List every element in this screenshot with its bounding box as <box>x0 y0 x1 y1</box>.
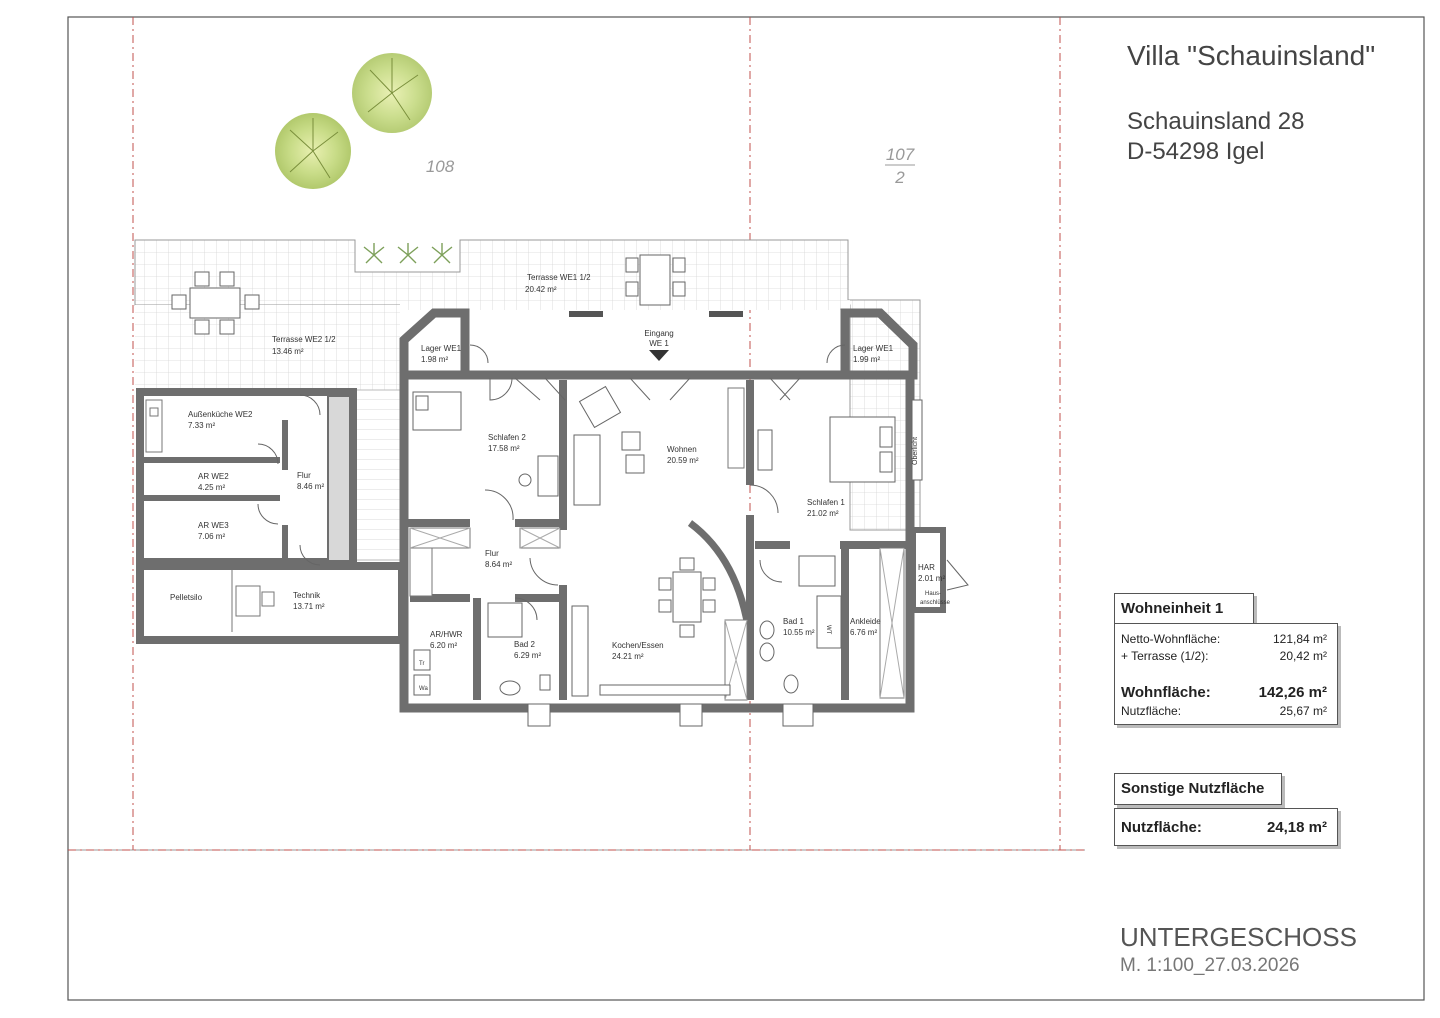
netto-label: Netto-Wohnfläche: <box>1121 632 1221 646</box>
sonstige-nutzflaeche-row: Nutzfläche: 24,18 m² <box>1121 819 1327 836</box>
parcel-number-107: 107 <box>886 145 915 164</box>
tree-icon <box>275 113 351 189</box>
room-area-flur-mid: 8.64 m² <box>485 560 512 569</box>
address-city: D-54298 Igel <box>1127 138 1265 165</box>
room-label-lager-left: Lager WE1 <box>421 344 462 353</box>
room-area-kochen: 24.21 m² <box>612 652 644 661</box>
nutzflaeche-label: Nutzfläche: <box>1121 704 1182 718</box>
room-area-schlafen2: 17.58 m² <box>488 444 520 453</box>
hausanschluesse-label-line1: Haus- <box>925 591 941 597</box>
room-label-pelletsilo: Pelletsilo <box>170 593 203 602</box>
room-area-terrasse-we2: 13.46 m² <box>272 347 304 356</box>
room-area-lager-left: 1.98 m² <box>421 355 448 364</box>
symbol-wa: Wa <box>419 686 428 692</box>
terrasse-value: 20,42 m² <box>1279 649 1327 663</box>
project-title: Villa "Schauinsland" <box>1127 40 1376 71</box>
window-sills <box>569 311 743 317</box>
room-area-bad2: 6.29 m² <box>514 651 541 660</box>
room-label-wohnen: Wohnen <box>667 445 697 454</box>
room-area-wohnen: 20.59 m² <box>667 456 699 465</box>
sonstige-heading-box: Sonstige Nutzfläche <box>1114 773 1282 805</box>
room-label-ar-we3: AR WE3 <box>198 521 229 530</box>
room-label-terrasse-we2: Terrasse WE2 1/2 <box>272 335 336 344</box>
room-area-aussenkueche: 7.33 m² <box>188 421 215 430</box>
room-area-schlafen1: 21.02 m² <box>807 509 839 518</box>
parcel-number-2: 2 <box>894 168 905 187</box>
terrasse-label: + Terrasse (1/2): <box>1121 649 1209 663</box>
wohneinheit-heading-box: Wohneinheit 1 <box>1114 593 1254 625</box>
room-area-ar-hwr: 6.20 m² <box>430 641 457 650</box>
room-area-technik: 13.71 m² <box>293 602 325 611</box>
sheet-border <box>67 16 1425 1001</box>
room-area-bad1: 10.55 m² <box>783 628 815 637</box>
furniture <box>412 385 896 697</box>
room-area-har: 2.01 m² <box>918 574 945 583</box>
wohneinheit-heading: Wohneinheit 1 <box>1121 600 1224 617</box>
room-label-ankleide: Ankleide <box>850 617 881 626</box>
hausanschluesse-label-line2: anschlüsse <box>920 600 951 606</box>
room-label-bad1: Bad 1 <box>783 617 804 626</box>
room-area-ar-we2: 4.25 m² <box>198 483 225 492</box>
room-label-flur-left: Flur <box>297 471 311 480</box>
sonstige-heading: Sonstige Nutzfläche <box>1121 780 1265 797</box>
wohnflaeche-value: 142,26 m² <box>1258 684 1327 701</box>
property-lines <box>68 17 1085 851</box>
interior-walls <box>404 370 946 700</box>
room-label-terrasse-we1: Terrasse WE1 1/2 <box>527 273 591 282</box>
room-label-ar-we2: AR WE2 <box>198 472 229 481</box>
wohnflaeche-label: Wohnfläche: <box>1121 684 1211 701</box>
nutzflaeche-value: 25,67 m² <box>1279 704 1327 718</box>
room-label-ar-hwr: AR/HWR <box>430 630 463 639</box>
terrace-table-icon <box>171 254 686 335</box>
walls-lager-right <box>840 308 918 380</box>
room-label-bad2: Bad 2 <box>514 640 535 649</box>
room-area-terrasse-we1: 20.42 m² <box>525 285 557 294</box>
plant-icon <box>363 243 453 264</box>
entrance-arrow-icon <box>649 350 669 361</box>
tree-icon <box>352 53 432 133</box>
nutzflaeche-row: Nutzfläche: 25,67 m² <box>1121 704 1327 718</box>
scale-and-date: M. 1:100_27.03.2026 <box>1120 955 1300 976</box>
symbol-tr: Tr <box>419 661 424 667</box>
room-label-technik: Technik <box>293 591 321 600</box>
entrance-label-line2: WE 1 <box>649 339 669 348</box>
room-label-har: HAR <box>918 563 935 572</box>
netto-value: 121,84 m² <box>1272 632 1327 646</box>
oberlicht-label: Oberlicht <box>912 437 919 465</box>
wohneinheit-area-box: Netto-Wohnfläche: 121,84 m² + Terrasse (… <box>1114 623 1338 725</box>
sonstige-nutzflaeche-value: 24,18 m² <box>1266 819 1327 836</box>
symbol-wt: WT <box>825 625 831 635</box>
terrace-area-right <box>400 300 850 310</box>
room-area-lager-right: 1.99 m² <box>853 355 880 364</box>
wohnflaeche-row: Wohnfläche: 142,26 m² <box>1121 684 1327 701</box>
terrace-area-lower <box>135 305 400 390</box>
technik-equipment <box>231 570 275 632</box>
sonstige-area-box: Nutzfläche: 24,18 m² <box>1114 808 1338 846</box>
netto-row: Netto-Wohnfläche: 121,84 m² <box>1121 632 1327 646</box>
staircase <box>354 389 401 561</box>
wardrobes <box>409 387 905 701</box>
terrasse-row: + Terrasse (1/2): 20,42 m² <box>1121 649 1327 663</box>
doors <box>257 344 969 621</box>
room-area-ankleide: 6.76 m² <box>850 628 877 637</box>
room-label-flur-mid: Flur <box>485 549 499 558</box>
parcel-number-108: 108 <box>426 157 455 176</box>
room-label-schlafen2: Schlafen 2 <box>488 433 526 442</box>
address-street: Schauinsland 28 <box>1127 108 1305 135</box>
room-label-kochen: Kochen/Essen <box>612 641 664 650</box>
room-label-lager-right: Lager WE1 <box>853 344 894 353</box>
room-area-ar-we3: 7.06 m² <box>198 532 225 541</box>
sonstige-nutzflaeche-label: Nutzfläche: <box>1121 819 1202 836</box>
room-label-schlafen1: Schlafen 1 <box>807 498 845 507</box>
bottom-windows <box>527 399 923 727</box>
floor-name: UNTERGESCHOSS <box>1120 922 1357 952</box>
entrance-label-line1: Eingang <box>644 329 673 338</box>
kitchen-counter-we2 <box>145 399 163 453</box>
room-area-flur-left: 8.46 m² <box>297 482 324 491</box>
room-label-aussenkueche: Außenküche WE2 <box>188 410 253 419</box>
